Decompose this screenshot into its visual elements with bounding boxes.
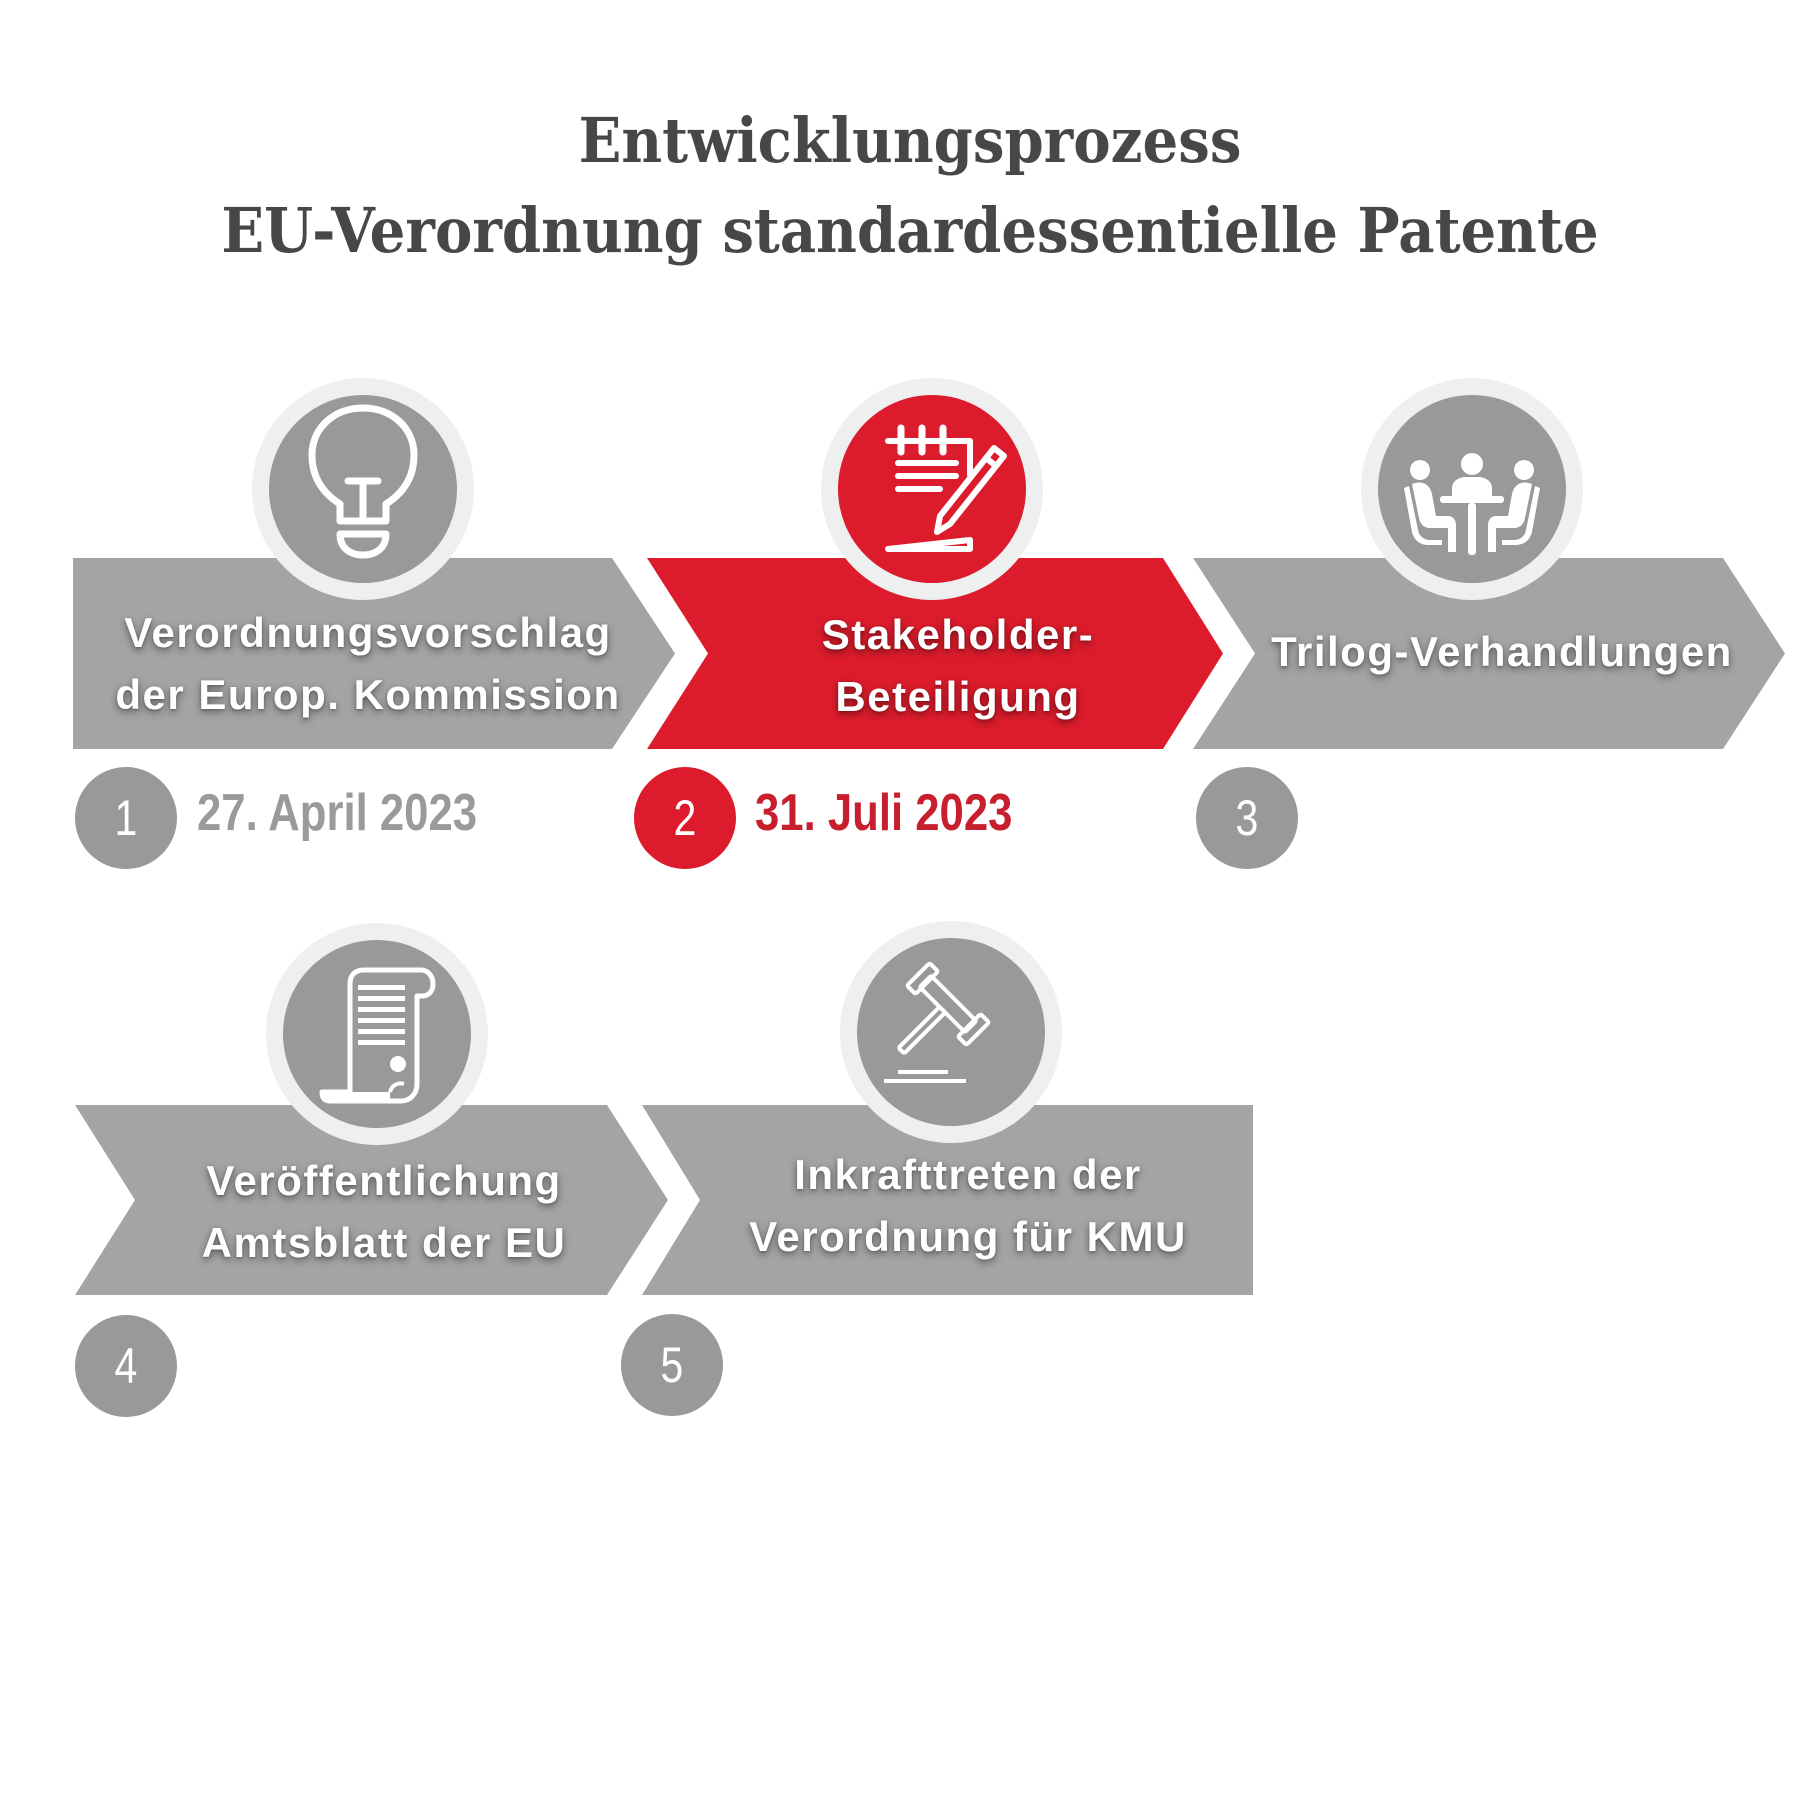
step-number-4: 4 — [75, 1315, 177, 1417]
step-number-3-text: 3 — [1235, 790, 1259, 846]
banner-step-3 — [1193, 558, 1785, 749]
step-2-label: Stakeholder- Beteiligung — [638, 604, 1278, 728]
step-1-label-line-2: der Europ. Kommission — [115, 671, 621, 718]
step-number-circle-2 — [634, 767, 736, 869]
step-2-date: 31. Juli 2023 — [755, 784, 1013, 842]
notepad-pencil-icon — [885, 424, 1007, 552]
step-number-circle-4 — [75, 1315, 177, 1417]
step-number-circle-5 — [621, 1314, 723, 1416]
banner-step-4 — [75, 1105, 668, 1295]
step-4-label-line-1: Veröffentlichung — [206, 1157, 562, 1204]
step-3-label-line-1: Trilog-Verhandlungen — [1271, 628, 1733, 675]
step-2-label-line-2: Beteiligung — [835, 673, 1081, 720]
step-number-2: 2 — [634, 767, 736, 869]
step-1-label-line-1: Verordnungsvorschlag — [124, 609, 612, 656]
step-number-1: 1 — [75, 767, 177, 869]
step-number-circle-1 — [75, 767, 177, 869]
step-number-1-text: 1 — [114, 790, 138, 846]
step-number-2-text: 2 — [673, 790, 697, 846]
step-5-label: Inkrafttreten der Verordnung für KMU — [648, 1144, 1288, 1268]
icon-circle-step-1 — [252, 378, 474, 600]
scroll-certificate-icon — [319, 967, 436, 1104]
step-number-3: 3 — [1196, 767, 1298, 869]
title-line-2: EU-Verordnung standardessentielle Patent… — [221, 194, 1599, 267]
step-number-5-text: 5 — [660, 1337, 684, 1393]
icon-circle-step-5 — [840, 921, 1062, 1143]
step-2-label-line-1: Stakeholder- — [821, 611, 1095, 658]
meeting-table-icon — [1404, 453, 1540, 555]
step-4-label-line-2: Amtsblatt der EU — [201, 1219, 567, 1266]
step-4-label: Veröffentlichung Amtsblatt der EU — [64, 1150, 704, 1274]
icon-circle-step-3 — [1361, 378, 1583, 600]
banner-step-1 — [73, 558, 675, 749]
title-line-1: Entwicklungsprozess — [578, 104, 1242, 177]
step-number-circle-3 — [1196, 767, 1298, 869]
step-number-5: 5 — [621, 1314, 723, 1416]
icon-circle-step-4 — [266, 923, 488, 1145]
step-5-label-line-2: Verordnung für KMU — [749, 1213, 1187, 1260]
banner-step-5 — [642, 1105, 1253, 1295]
gavel-icon — [884, 961, 991, 1083]
step-5-label-line-1: Inkrafttreten der — [794, 1151, 1142, 1198]
diagram-title: Entwicklungsprozess EU-Verordnung standa… — [0, 96, 1820, 276]
step-3-label: Trilog-Verhandlungen — [1182, 621, 1820, 683]
lightbulb-icon — [308, 404, 418, 559]
step-number-4-text: 4 — [114, 1338, 138, 1394]
step-1-date: 27. April 2023 — [197, 784, 478, 842]
banner-step-2 — [647, 558, 1223, 749]
icon-circle-step-2 — [821, 378, 1043, 600]
step-1-label: Verordnungsvorschlag der Europ. Kommissi… — [48, 602, 688, 726]
